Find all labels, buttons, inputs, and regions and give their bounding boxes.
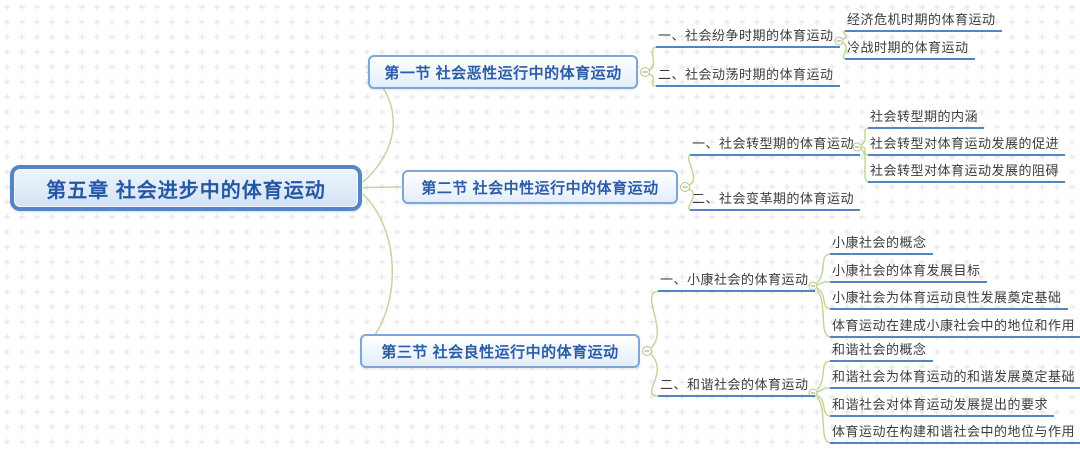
collapse-icon[interactable] xyxy=(680,182,690,192)
leaf-node-3-1-2[interactable]: 小康社会的体育发展目标 xyxy=(830,262,987,283)
connector-line xyxy=(842,30,847,40)
topic-node-1-2[interactable]: 二、社会动荡时期的体育运动 xyxy=(656,66,840,87)
connector-line xyxy=(860,148,870,183)
leaf-node-3-1-3[interactable]: 小康社会为体育运动良性发展奠定基础 xyxy=(830,289,1068,310)
leaf-node-2-1-1[interactable]: 社会转型期的内涵 xyxy=(868,108,985,129)
connector-line xyxy=(650,290,660,349)
connector-line xyxy=(842,42,847,60)
connector-line xyxy=(816,396,832,444)
topic-node-1-1[interactable]: 一、社会纷争时期的体育运动 xyxy=(656,27,840,48)
collapse-icon[interactable] xyxy=(834,36,844,46)
section-node-1[interactable]: 第一节 社会恶性运行中的体育运动 xyxy=(368,55,638,89)
connector-line xyxy=(816,394,832,417)
leaf-node-1-1-2[interactable]: 冷战时期的体育运动 xyxy=(845,39,975,60)
topic-node-2-2[interactable]: 二、社会变革期的体育运动 xyxy=(690,190,861,211)
connector-line xyxy=(816,281,832,286)
connector-line xyxy=(687,154,695,186)
leaf-node-3-1-1[interactable]: 小康社会的概念 xyxy=(830,234,933,255)
leaf-node-2-1-3[interactable]: 社会转型对体育运动发展的阻碍 xyxy=(868,162,1066,183)
root-topic[interactable]: 第五章 社会进步中的体育运动 xyxy=(10,165,362,211)
leaf-node-3-2-2[interactable]: 和谐社会为体育运动的和谐发展奠定基础 xyxy=(830,368,1080,389)
connector-line xyxy=(860,146,870,156)
collapse-controls xyxy=(640,36,862,398)
leaf-node-1-1-1[interactable]: 经济危机时期的体育运动 xyxy=(845,11,1002,32)
collapse-icon[interactable] xyxy=(640,67,650,77)
connector-line xyxy=(687,188,695,211)
connector-line xyxy=(648,73,658,87)
collapse-icon[interactable] xyxy=(852,142,862,152)
leaf-node-3-2-3[interactable]: 和谐社会对体育运动发展提出的要求 xyxy=(830,396,1055,417)
section-node-3[interactable]: 第三节 社会良性运行中的体育运动 xyxy=(360,334,640,368)
connector-lines xyxy=(359,30,870,444)
connector-line xyxy=(648,46,658,71)
section-node-2[interactable]: 第二节 社会中性运行中的体育运动 xyxy=(402,170,678,204)
leaf-node-3-2-4[interactable]: 体育运动在构建和谐社会中的地位与作用 xyxy=(830,423,1080,444)
connector-line xyxy=(860,127,870,146)
topic-node-3-1[interactable]: 一、小康社会的体育运动 xyxy=(658,271,815,292)
connector-line xyxy=(816,387,832,393)
collapse-icon[interactable] xyxy=(642,346,652,356)
leaf-node-3-1-4[interactable]: 体育运动在建成小康社会中的地位和作用 xyxy=(830,317,1080,338)
connector-line xyxy=(816,287,832,310)
topic-node-3-2[interactable]: 二、和谐社会的体育运动 xyxy=(658,376,815,397)
connector-line xyxy=(650,353,660,397)
connector-line xyxy=(816,289,832,338)
connector-line xyxy=(816,360,832,391)
leaf-node-3-2-1[interactable]: 和谐社会的概念 xyxy=(830,341,933,362)
connector-line xyxy=(362,186,402,189)
leaf-node-2-1-2[interactable]: 社会转型对体育运动发展的促进 xyxy=(868,135,1066,156)
connector-line xyxy=(816,253,832,284)
topic-node-2-1[interactable]: 一、社会转型期的体育运动 xyxy=(690,135,861,156)
